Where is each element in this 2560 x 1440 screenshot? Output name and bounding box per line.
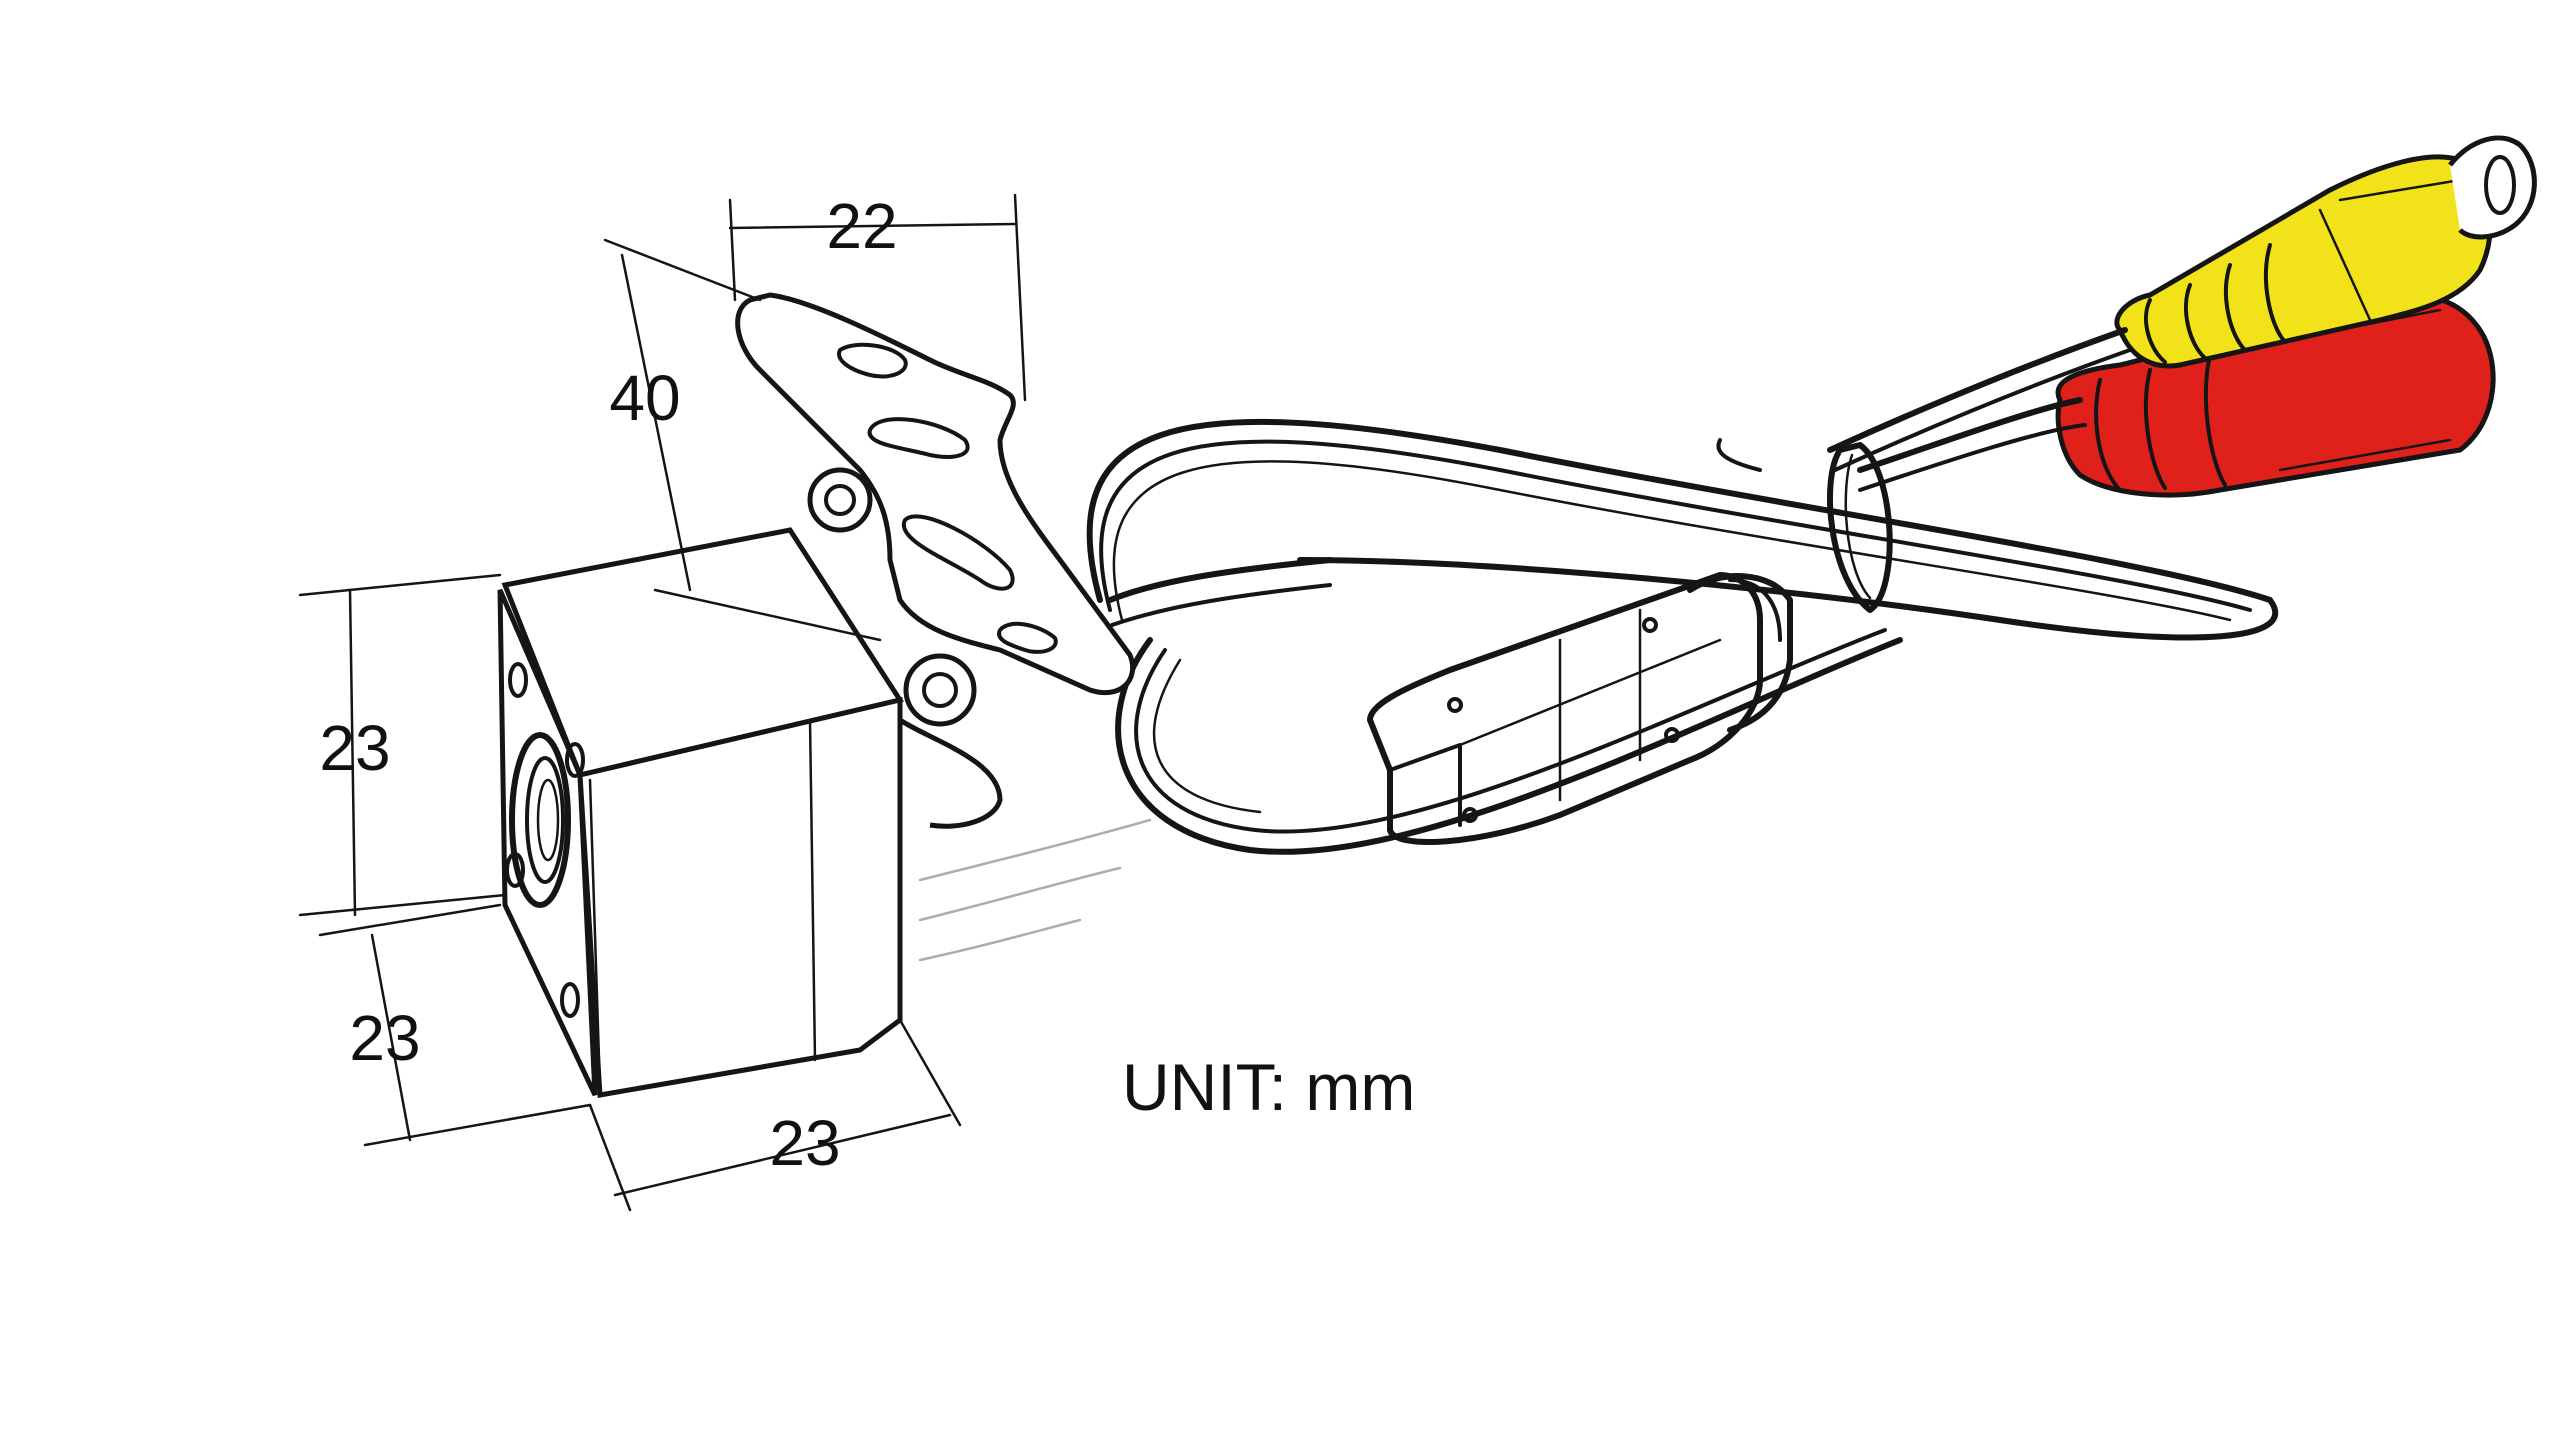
lens-icon (509, 732, 571, 908)
camera-body (497, 527, 1152, 1098)
mounting-bracket (735, 292, 1136, 829)
dim-bracket-height: 40 (609, 362, 680, 434)
rca-red-body (2055, 293, 2496, 498)
dimension-lines (298, 193, 1027, 1212)
rca-yellow-connector (2114, 135, 2537, 369)
ir-led-icon (508, 662, 528, 698)
camera-front-face (497, 589, 598, 1097)
connector-wires (1827, 327, 2132, 492)
unit-label: UNIT: mm (1122, 1050, 1415, 1124)
dim-bracket-width: 22 (826, 190, 897, 262)
rca-red-connector (2055, 293, 2496, 498)
dim-body-height-upper: 23 (319, 712, 390, 784)
dim-body-height-lower: 23 (349, 1002, 420, 1074)
camera-side-face (577, 696, 903, 1098)
inline-module (1367, 572, 1793, 845)
dim-body-width: 23 (769, 1107, 840, 1179)
